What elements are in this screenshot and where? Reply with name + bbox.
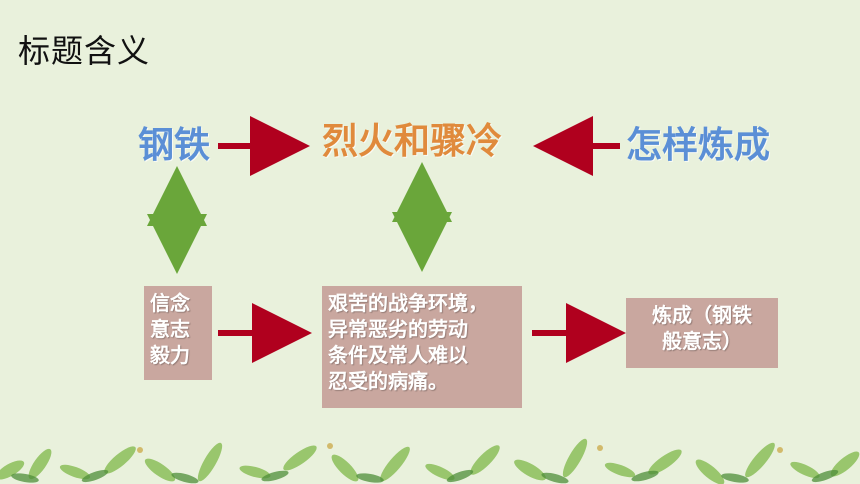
node-will-box: 信念 意志 毅力 [144,286,212,380]
node-steel: 钢铁 [138,125,211,166]
node-fire-frost: 烈火和骤冷 [322,121,503,162]
node-how-forged: 怎样炼成 [626,125,771,166]
slide-title: 标题含义 [18,32,151,70]
node-result-box: 炼成（钢铁 般意志） [626,298,778,368]
node-hardship-box: 艰苦的战争环境， 异常恶劣的劳动 条件及常人难以 忍受的病痛。 [322,286,522,408]
foliage-decoration [0,438,860,484]
